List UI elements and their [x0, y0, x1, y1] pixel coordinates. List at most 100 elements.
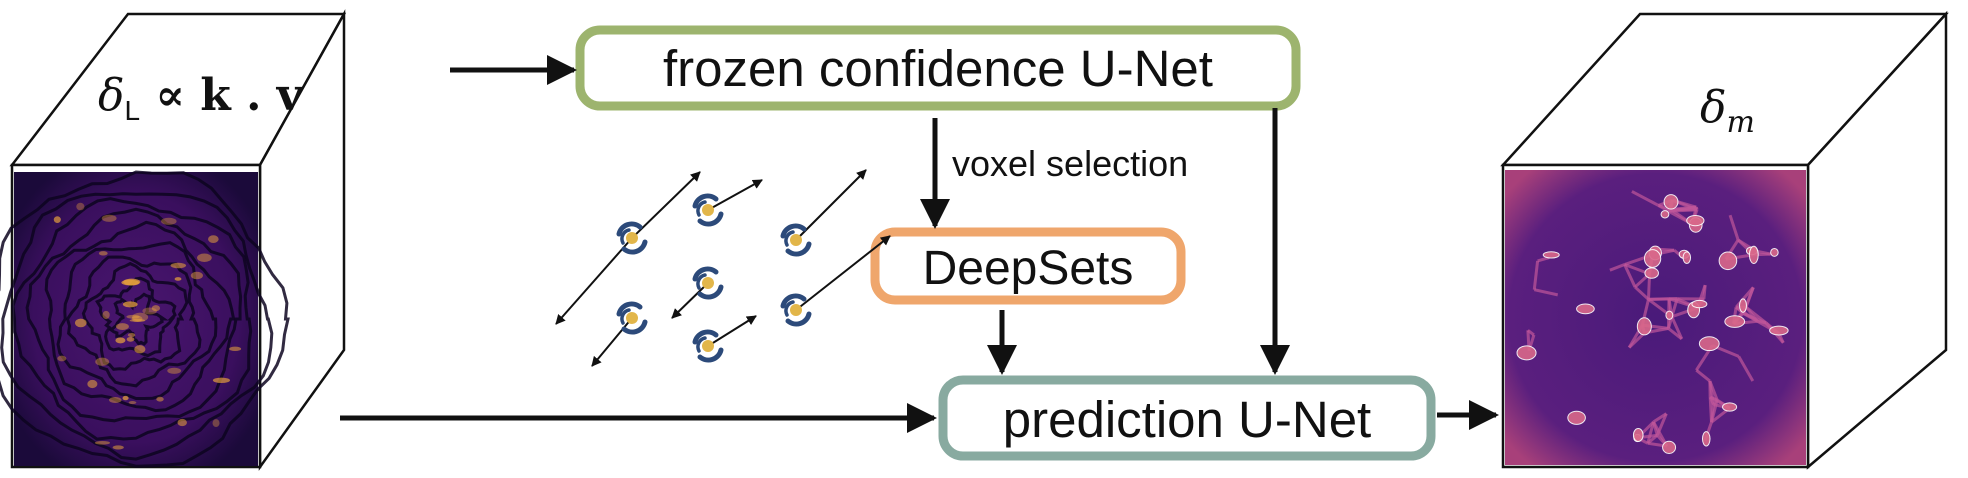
input-field-ring [81, 261, 189, 371]
arrows [340, 55, 1499, 433]
voxel-selection-label: voxel selection [952, 143, 1188, 184]
prediction-unet-node: prediction U-Net [938, 375, 1436, 461]
output-filament [1648, 297, 1670, 301]
output-halo [1691, 299, 1708, 309]
output-filament [1737, 355, 1755, 382]
input-field-ring [56, 241, 218, 400]
input-field-blob [98, 251, 108, 256]
input-field-blob [177, 418, 187, 427]
galaxy-cluster [555, 169, 891, 367]
output-filament [1745, 305, 1768, 325]
output-filament [1709, 404, 1715, 423]
output-cube-label: δm [1700, 82, 1755, 140]
output-filament [1667, 327, 1683, 341]
galaxy-velocity-arrow [555, 237, 633, 325]
output-filament [1532, 260, 1540, 290]
output-halo [1769, 325, 1789, 336]
output-halo [1682, 251, 1692, 264]
output-halo [1662, 440, 1677, 454]
galaxy-icon [780, 293, 812, 327]
galaxy-icon [692, 193, 724, 227]
input-field-blob [197, 253, 212, 263]
output-filament [1744, 286, 1755, 308]
output-halo [1739, 298, 1747, 313]
input-field-blob [76, 202, 85, 211]
deepsets-label: DeepSets [923, 242, 1134, 295]
input-field-ring [0, 170, 290, 468]
output-halo [1722, 402, 1738, 412]
output-halo [1660, 210, 1670, 219]
deepsets-node: DeepSets [870, 227, 1186, 305]
galaxy-velocity-arrow [671, 282, 709, 319]
input-field-blob [102, 310, 110, 320]
output-halo [1663, 194, 1679, 210]
input-field-blob [156, 396, 164, 402]
input-field-blob [126, 314, 140, 319]
output-filament [1695, 368, 1711, 383]
input-field-blob [57, 355, 67, 362]
input-field-blob [229, 346, 242, 352]
input-field-blob [53, 216, 61, 223]
input-field-ring [11, 197, 253, 441]
output-filament [1609, 263, 1626, 272]
output-filament [1670, 316, 1684, 340]
output-halo [1748, 245, 1759, 264]
input-field-blob [127, 333, 136, 338]
output-halo [1636, 317, 1652, 336]
output-halo [1542, 251, 1560, 259]
input-field-ring [0, 192, 274, 461]
deepsets-box [870, 227, 1186, 305]
input-field-texture [0, 170, 290, 468]
input-field-blob [126, 336, 135, 342]
input-field-ring [108, 292, 169, 346]
input-field-blob [109, 397, 122, 403]
galaxy-velocity-arrow [707, 315, 757, 347]
input-field-blob [74, 318, 87, 328]
output-filament [1623, 263, 1637, 288]
output-halo [1516, 345, 1537, 361]
output-filament [1652, 421, 1659, 436]
galaxy-icon [780, 223, 812, 257]
input-field-blob [151, 305, 161, 312]
input-field-blob [212, 377, 230, 384]
input-label-sub: L [125, 95, 141, 126]
galaxy-velocity-arrow [707, 179, 763, 211]
output-label-delta: δ [1700, 82, 1727, 133]
prediction-unet-box [938, 375, 1436, 461]
confidence-unet-node: frozen confidence U-Net [575, 25, 1301, 111]
input-field-blob [112, 445, 124, 450]
input-label-delta: δ [98, 70, 125, 121]
input-field-blob [167, 367, 182, 374]
input-field-blob [95, 357, 110, 366]
input-field-blob [212, 419, 220, 428]
output-halo [1643, 249, 1662, 268]
output-halo [1770, 247, 1779, 257]
prediction-unet-label: prediction U-Net [1003, 391, 1371, 448]
input-cube-label: δL ∝ k . v [98, 70, 304, 126]
output-halo [1724, 315, 1746, 328]
input-field-blob [121, 279, 140, 286]
input-field-blob [122, 301, 138, 308]
galaxy-velocity-arrow [795, 235, 891, 311]
galaxy-icon [616, 221, 648, 255]
output-filament [1634, 285, 1650, 301]
input-field-ring [25, 207, 243, 423]
input-field-blob [87, 379, 98, 389]
output-cube: δm [1500, 10, 1949, 470]
input-field-blob [170, 262, 187, 269]
output-filament [1708, 380, 1715, 405]
output-halo [1686, 214, 1705, 227]
input-field-blob [142, 307, 157, 315]
input-field-blob [115, 323, 129, 330]
input-field-ring [44, 220, 236, 413]
galaxy-icon [692, 266, 724, 300]
output-label-sub: m [1727, 105, 1755, 140]
output-halo [1718, 251, 1738, 271]
input-field-blob [174, 277, 182, 281]
input-field-blob [128, 400, 137, 405]
input-cube: δL ∝ k . v [0, 9, 347, 471]
output-halo [1632, 428, 1644, 442]
output-filament [1646, 421, 1655, 444]
output-halo [1665, 310, 1674, 320]
